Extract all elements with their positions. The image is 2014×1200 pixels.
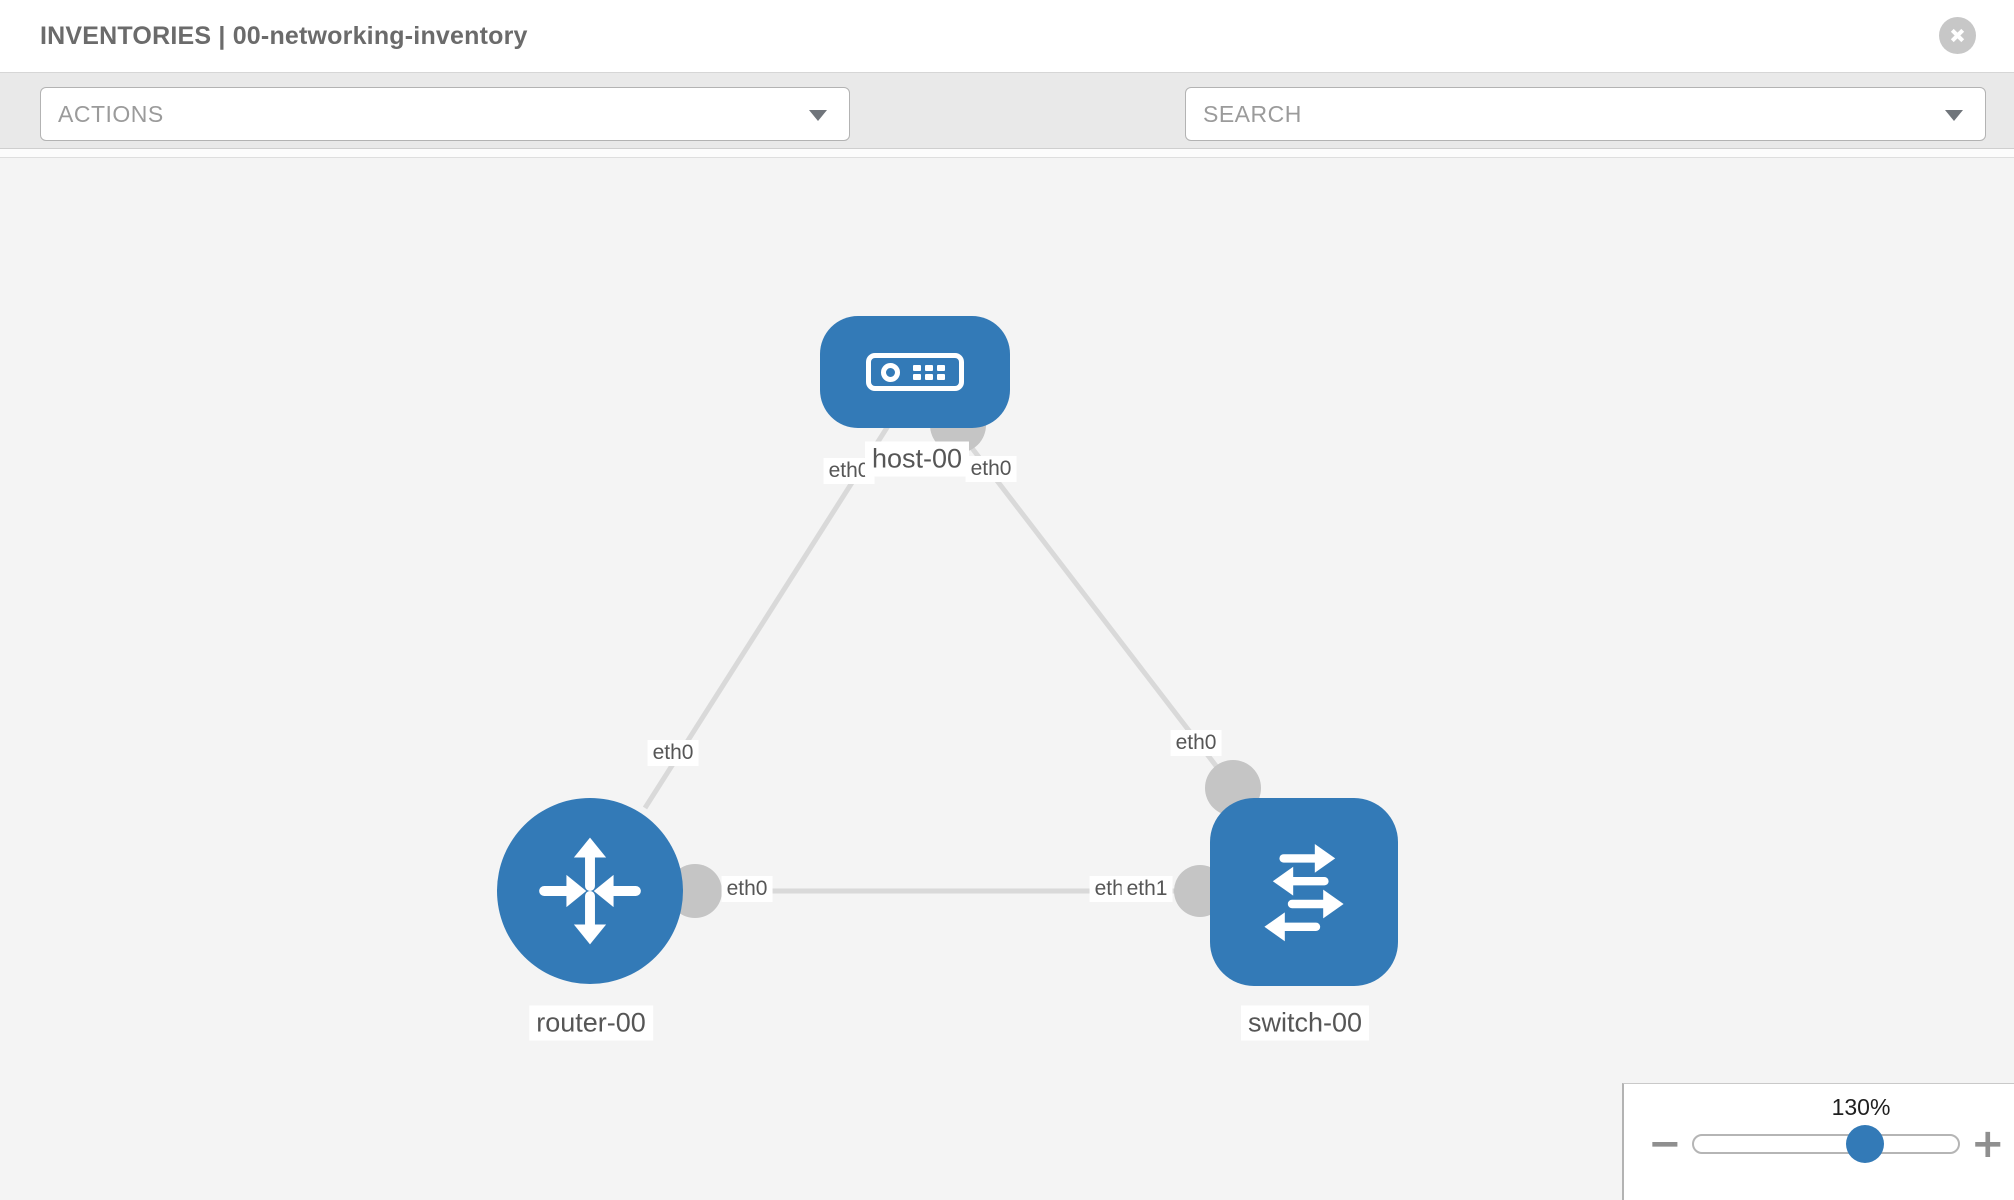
router-icon — [528, 829, 652, 953]
iface-label-router-eth0-link: eth0 — [647, 740, 699, 766]
zoom-slider-thumb[interactable] — [1846, 1125, 1884, 1163]
zoom-control-panel: 130% − + — [1622, 1083, 2014, 1200]
zoom-slider-track[interactable] — [1692, 1134, 1960, 1154]
zoom-out-button[interactable]: − — [1648, 1121, 1682, 1167]
actions-dropdown-label: ACTIONS — [58, 100, 164, 127]
link-host-switch — [953, 424, 1235, 790]
close-icon — [1950, 28, 1965, 43]
close-button[interactable] — [1939, 17, 1976, 54]
host-icon — [866, 353, 964, 391]
node-label-router: router-00 — [529, 1005, 653, 1041]
actions-dropdown[interactable]: ACTIONS — [40, 87, 850, 141]
node-label-switch: switch-00 — [1240, 1005, 1370, 1041]
switch-icon — [1244, 832, 1364, 952]
header: INVENTORIES | 00-networking-inventory — [0, 0, 2014, 72]
search-dropdown-label: SEARCH — [1203, 100, 1302, 127]
iface-label-host-eth0-right: eth0 — [965, 456, 1017, 482]
links-layer — [642, 397, 1261, 918]
iface-label-switch-eth1-front: eth1 — [1121, 876, 1173, 902]
toolbar-canvas-divider — [0, 149, 2014, 157]
iface-label-switch-eth0-link: eth0 — [1170, 730, 1222, 756]
node-router-00[interactable] — [497, 798, 683, 984]
topology-canvas[interactable]: host-00 router-00 switch-00 eth0 eth0 et… — [0, 157, 2014, 1200]
node-host-00[interactable] — [820, 316, 1010, 428]
toolbar: ACTIONS SEARCH — [0, 72, 2014, 205]
zoom-in-button[interactable]: + — [1971, 1121, 2005, 1167]
search-dropdown[interactable]: SEARCH — [1185, 87, 1986, 141]
chevron-down-icon — [1945, 110, 1963, 121]
zoom-level-label: 130% — [1831, 1094, 1891, 1120]
iface-label-router-eth0-right: eth0 — [721, 876, 773, 902]
node-switch-00[interactable] — [1210, 798, 1398, 986]
node-label-host: host-00 — [864, 441, 970, 477]
chevron-down-icon — [809, 110, 827, 121]
page-title: INVENTORIES | 00-networking-inventory — [40, 22, 528, 50]
